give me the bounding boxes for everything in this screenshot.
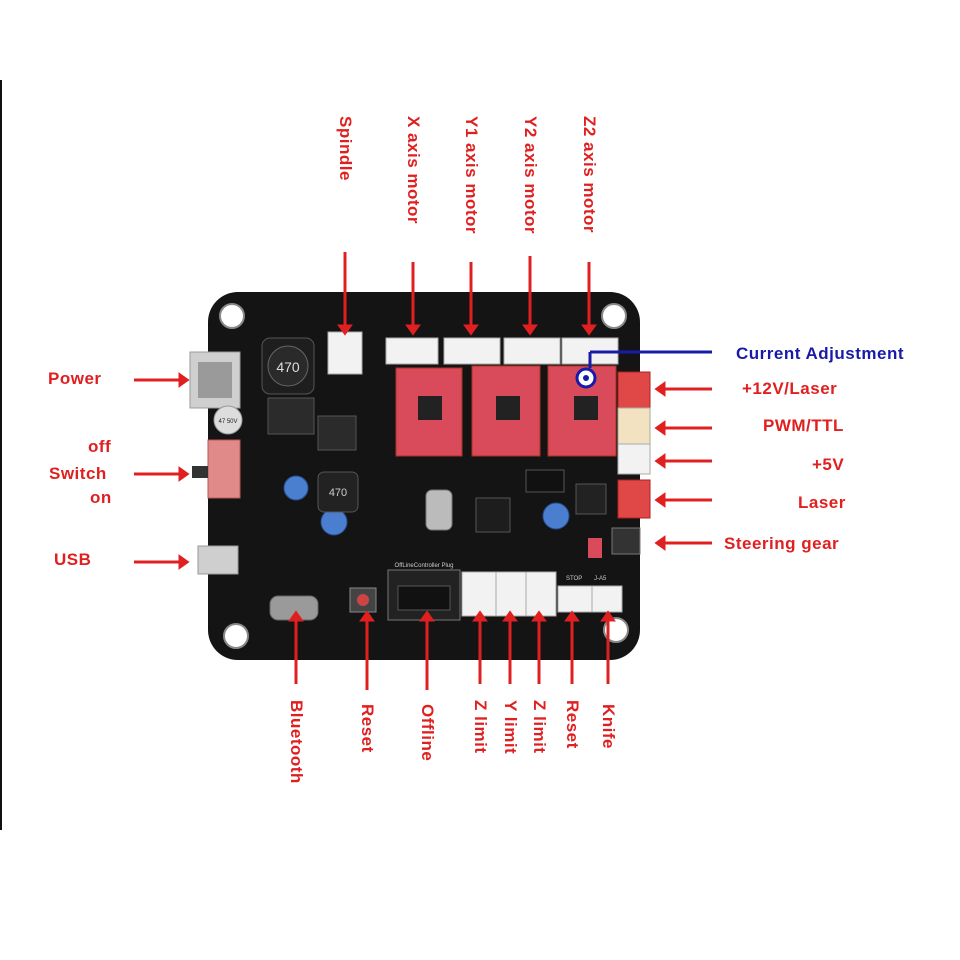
laser-connector	[617, 479, 651, 519]
label-laser: Laser	[798, 493, 846, 512]
current-adjust-line	[588, 350, 712, 368]
y2-motor-connector	[503, 337, 561, 365]
left-edge-line	[0, 80, 2, 830]
label-steering-gear: Steering gear	[724, 534, 840, 553]
inductor-2	[317, 471, 359, 513]
label-spindle: Spindle	[336, 116, 355, 181]
mount-hole-br	[603, 617, 629, 643]
mount-hole-bl	[223, 623, 249, 649]
capacitor-1	[213, 405, 243, 435]
label-y2-axis-motor: Y2 axis motor	[521, 116, 540, 234]
capacitor-1-text: 47 50V	[218, 419, 237, 425]
knife-connector	[591, 585, 623, 613]
label-reset-2: Reset	[563, 700, 582, 749]
label-y-limit: Y limit	[501, 700, 520, 755]
label-power: Power	[48, 369, 102, 388]
capacitor-2	[283, 475, 309, 501]
mount-hole-tl	[219, 303, 245, 329]
capacitor-3	[320, 508, 348, 536]
usb-port	[197, 545, 239, 575]
pwm-ttl-connector	[617, 407, 651, 445]
steering-gear-cap	[588, 538, 602, 558]
regulator	[267, 397, 315, 435]
z-limit-connector	[525, 571, 557, 617]
mcu-chip	[475, 497, 511, 533]
label-pwm-ttl: PWM/TTL	[763, 416, 844, 435]
switch-lever	[192, 466, 208, 478]
spindle-connector	[327, 331, 363, 375]
label-x-limit: Z limit	[471, 700, 490, 754]
capacitor-4	[542, 502, 570, 530]
plus5v-connector	[617, 443, 651, 475]
jumper-block	[525, 469, 565, 493]
y-limit-connector	[495, 571, 527, 617]
inductor-2-text: 470	[329, 487, 347, 499]
label-usb: USB	[54, 550, 92, 569]
steering-gear-pins	[611, 527, 641, 555]
label-x-axis-motor: X axis motor	[404, 116, 423, 225]
inductor-1-text: 470	[276, 359, 300, 375]
a5-text: J-A5	[594, 576, 607, 582]
reset-connector-2	[557, 585, 593, 613]
label-on: on	[90, 488, 112, 507]
label-switch: Switch	[49, 464, 107, 483]
label-plus5v: +5V	[812, 455, 845, 474]
crystal	[425, 489, 453, 531]
label-z2-axis-motor: Z2 axis motor	[580, 116, 599, 234]
label-bluetooth: Bluetooth	[287, 700, 306, 784]
pointer-lines	[134, 252, 712, 690]
label-z-limit: Z limit	[530, 700, 549, 754]
label-plus12v-laser: +12V/Laser	[742, 379, 838, 398]
label-off: off	[88, 437, 112, 456]
label-knife: Knife	[599, 704, 618, 749]
power-jack-inner	[198, 362, 232, 398]
label-offline: Offline	[418, 704, 437, 762]
y1-motor-connector	[443, 337, 501, 365]
x-motor-connector	[385, 337, 439, 365]
plus12v-laser-connector	[617, 371, 651, 409]
label-current-adjustment: Current Adjustment	[736, 344, 904, 363]
stop-text: STOP	[566, 576, 582, 582]
offline-plug-text: OffLineController Plug	[395, 563, 454, 569]
switch	[207, 439, 241, 499]
x-limit-connector	[461, 571, 497, 617]
mount-hole-tr	[601, 303, 627, 329]
label-y1-axis-motor: Y1 axis motor	[462, 116, 481, 234]
label-reset-1: Reset	[358, 704, 377, 753]
